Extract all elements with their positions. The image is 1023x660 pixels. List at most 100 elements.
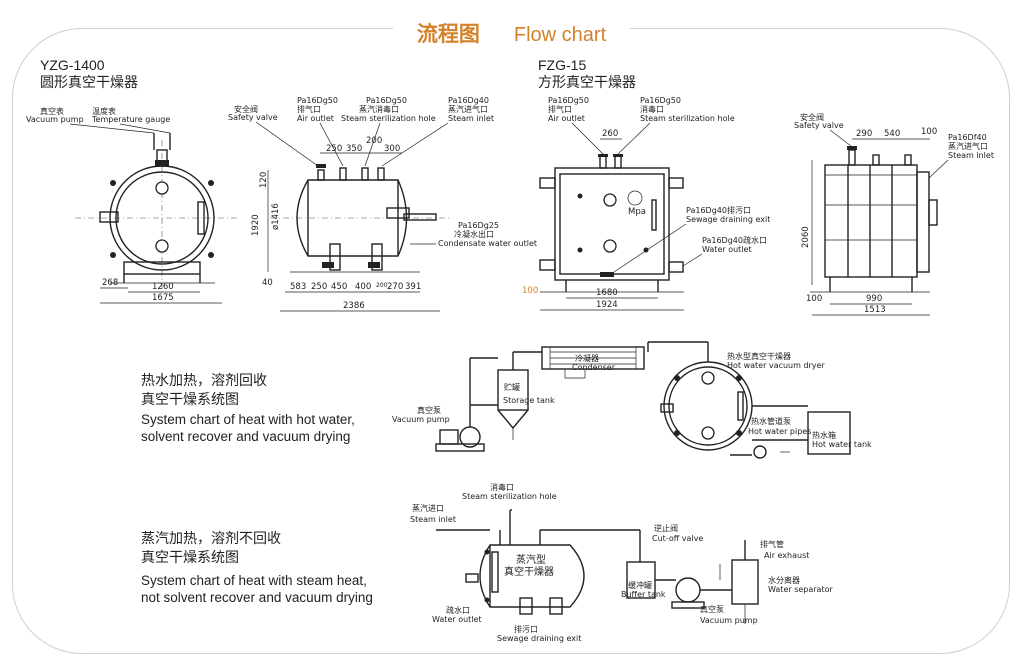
fzg-safety-en: Safety valve [794, 121, 844, 130]
yzg-dim-1920: 1920 [251, 214, 261, 236]
system1-title-en: System chart of heat with hot water, sol… [141, 411, 355, 445]
fzg-dim-540: 540 [884, 129, 900, 139]
system1-pump-en: Vacuum pump [392, 415, 450, 424]
yzg-cond-cn: 冷凝水出口 [454, 229, 494, 239]
yzg-dim-583: 583 [290, 282, 306, 292]
system2-steril-en: Steam sterilization hole [462, 492, 557, 501]
yzg-cond-spec: Pa16Dg25 [458, 221, 499, 230]
system2-sep-cn: 水分离器 [768, 575, 800, 585]
fzg-name: 方形真空干燥器 [538, 74, 636, 90]
system1-title-cn: 热水加热，溶剂回收 真空干燥系统图 [141, 372, 267, 410]
yzg-steril-en: Steam sterilization hole [341, 114, 436, 123]
fzg-water-spec: Pa16Dg40疏水口 [702, 235, 767, 245]
system2-title-cn: 蒸汽加热，溶剂不回收 真空干燥系统图 [141, 530, 281, 568]
title-en: Flow chart [501, 24, 619, 46]
system2-water-cn: 疏水口 [446, 605, 470, 615]
system1-en-line1: System chart of heat with hot water, [141, 412, 355, 427]
system1-cn-line2: 真空干燥系统图 [141, 392, 239, 408]
yzg-safety-cn: 安全阀 [234, 104, 258, 114]
system2-inlet-cn: 蒸汽进口 [412, 503, 444, 513]
fzg-dim-1680: 1680 [596, 288, 618, 298]
system2-check-en: Cut-off valve [652, 534, 703, 543]
system2-inlet-en: Steam inlet [410, 515, 456, 524]
system2-dryer-cn1: 蒸汽型 [516, 553, 546, 566]
yzg-dim-2386: 2386 [343, 301, 365, 311]
yzg-name: 圆形真空干燥器 [40, 74, 138, 90]
system2-pump-cn: 真空泵 [700, 604, 724, 614]
yzg-dim-268: 268 [102, 278, 118, 288]
yzg-air-spec: Pa16Dg50 [297, 96, 338, 105]
system2-check-cn: 逆止阀 [654, 523, 678, 533]
fzg-sewage-spec: Pa16Dg40排污口 [686, 205, 751, 215]
fzg-dim-1513: 1513 [864, 305, 886, 315]
system1-dryer-en: Hot water vacuum dryer [727, 361, 825, 370]
fzg-dim-1924: 1924 [596, 300, 618, 310]
system1-tank-cn: 热水箱 [812, 430, 836, 440]
yzg-steril-spec: Pa16Dg50 [366, 96, 407, 105]
system1-storage-cn: 贮罐 [504, 382, 520, 392]
yzg-dim-40: 40 [262, 278, 273, 288]
yzg-steril-cn: 蒸汽消毒口 [359, 104, 399, 114]
yzg-safety-en: Safety valve [228, 113, 278, 122]
system2-buffer-en: Buffer tank [621, 590, 666, 599]
system2-en-line2: not solvent recover and vacuum drying [141, 590, 373, 605]
system2-title-en: System chart of heat with steam heat, no… [141, 572, 373, 606]
fzg-air-spec: Pa16Dg50 [548, 96, 589, 105]
fzg-front-view [539, 154, 684, 293]
yzg-dim-1260: 1260 [152, 282, 174, 292]
yzg-dim-120: 120 [259, 172, 269, 188]
fzg-dim-100c: 100 [806, 294, 822, 304]
system1-storage-en: Storage tank [503, 396, 555, 405]
fzg-dim-100b: 100 [921, 127, 937, 137]
yzg-dim-400: 400 [355, 282, 371, 292]
fzg-steril-cn: 消毒口 [640, 104, 664, 114]
yzg-dim-300: 300 [384, 144, 400, 154]
system1-cn-line1: 热水加热，溶剂回收 [141, 373, 267, 389]
fzg-dim-260: 260 [602, 129, 618, 139]
system2-steril-cn: 消毒口 [490, 482, 514, 492]
yzg-vacuum-gauge-en: Vacuum pump [26, 115, 84, 124]
fzg-inlet-spec: Pa16Df40 [948, 133, 987, 142]
system1-condenser-en: Condenser [572, 363, 616, 372]
system2-dryer-cn2: 真空干燥器 [504, 565, 554, 578]
yzg-dim-1675: 1675 [152, 293, 174, 303]
fzg-inlet-cn: 蒸汽进气口 [948, 141, 988, 151]
fzg-steril-en: Steam sterilization hole [640, 114, 735, 123]
fzg-inlet-en: Steam inlet [948, 151, 994, 160]
system2-exhaust-en: Air exhaust [764, 551, 809, 560]
system2-buffer-cn: 缓冲罐 [628, 580, 652, 590]
yzg-dim-391: 391 [405, 282, 421, 292]
system1-diagram [435, 341, 851, 459]
system2-water-en: Water outlet [432, 615, 482, 624]
fzg-safety-cn: 安全阀 [800, 112, 824, 122]
yzg-model: YZG-1400 [40, 57, 105, 73]
system1-pipe-en: Hot water pipes [748, 427, 811, 436]
system2-diagram [436, 509, 759, 624]
yzg-dim-250b: 250 [311, 282, 327, 292]
fzg-dim-990: 990 [866, 294, 882, 304]
system1-pump-cn: 真空泵 [417, 405, 441, 415]
yzg-dim-350: 350 [346, 144, 362, 154]
yzg-air-cn: 排气口 [297, 104, 321, 114]
yzg-cond-en: Condensate water outlet [438, 239, 537, 248]
system1-en-line2: solvent recover and vacuum drying [141, 429, 351, 444]
system2-exhaust-cn: 排气管 [760, 539, 784, 549]
yzg-inlet-en: Steam inlet [448, 114, 494, 123]
fzg-mpa: Mpa [628, 207, 646, 217]
system1-tank-en: Hot water tank [812, 440, 872, 449]
fzg-model: FZG-15 [538, 57, 586, 73]
fzg-dim-100a: 100 [522, 286, 538, 296]
system1-condenser-cn: 冷凝器 [575, 353, 599, 363]
yzg-dim-1416: ø1416 [271, 203, 281, 230]
yzg-air-en: Air outlet [297, 114, 334, 123]
fzg-dim-290: 290 [856, 129, 872, 139]
system2-sep-en: Water separator [768, 585, 833, 594]
fzg-steril-spec: Pa16Dg50 [640, 96, 681, 105]
system2-cn-line1: 蒸汽加热，溶剂不回收 [141, 531, 281, 547]
yzg-temp-gauge-en: Temperature gauge [91, 115, 170, 124]
system2-en-line1: System chart of heat with steam heat, [141, 573, 367, 588]
system2-cn-line2: 真空干燥系统图 [141, 550, 239, 566]
system2-pump-en: Vacuum pump [700, 616, 758, 625]
